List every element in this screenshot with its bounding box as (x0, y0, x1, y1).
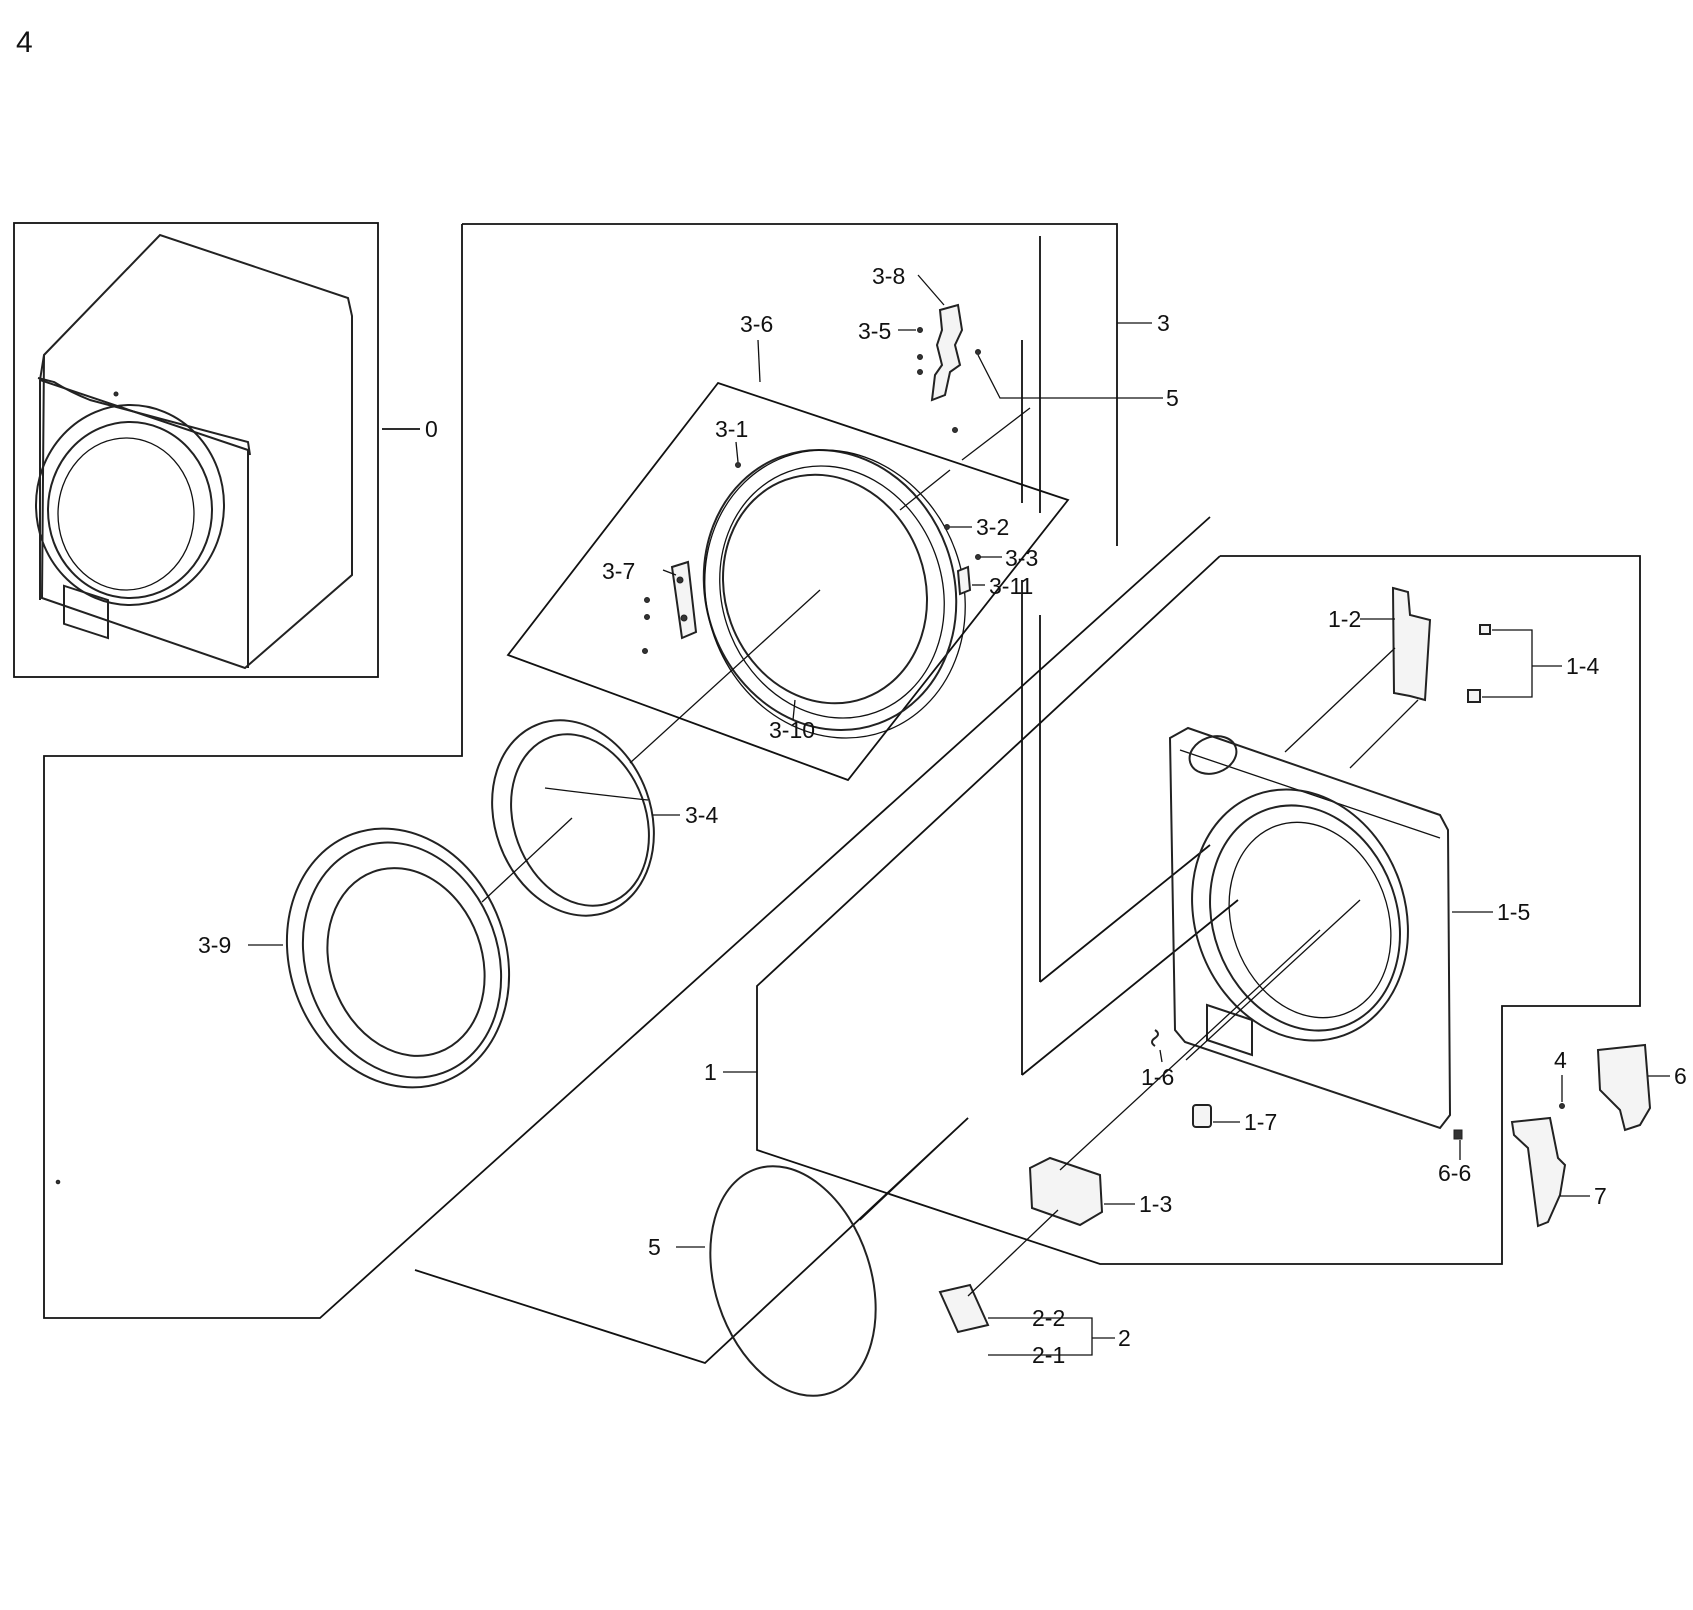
label-1-7: 1-7 (1244, 1109, 1277, 1135)
link-spring-panel (1185, 899, 1361, 1061)
label-2-2: 2-2 (1032, 1305, 1065, 1331)
link-cover-glass (481, 817, 573, 903)
label-5-ring: 5 (648, 1234, 661, 1260)
cap-drawing (1192, 1104, 1212, 1128)
door-glass-drawing (491, 719, 655, 917)
front-panel-drawing (1168, 726, 1452, 1130)
label-1: 1 (704, 1059, 717, 1085)
label-0: 0 (425, 416, 438, 442)
leader-3-10 (792, 699, 796, 721)
washer-assembly-drawing (35, 233, 353, 670)
leader-3-8 (917, 274, 945, 306)
screw-6-6 (1453, 1129, 1463, 1140)
group-1-frame (756, 555, 1641, 1265)
label-2-1: 2-1 (1032, 1342, 1065, 1368)
label-5-hinge: 5 (1166, 385, 1179, 411)
group-3-inner-diag (1039, 844, 1211, 983)
control-bracket-drawing (1391, 586, 1432, 702)
ring-5-frame (414, 1117, 969, 1365)
clip-lower (1467, 689, 1481, 703)
link-bracket-panel (1284, 647, 1396, 753)
label-1-5: 1-5 (1497, 899, 1530, 925)
screw-3-1 (735, 462, 741, 468)
label-3-8: 3-8 (872, 263, 905, 289)
side-bracket-drawing (1596, 1043, 1652, 1132)
label-6-6: 6-6 (1438, 1160, 1471, 1186)
leader-3-1 (735, 441, 739, 463)
speck (55, 1179, 61, 1185)
leader-3-7 (662, 569, 677, 576)
label-3-3: 3-3 (1005, 545, 1038, 571)
leader-5-hinge (977, 354, 1163, 399)
label-3-1: 3-1 (715, 416, 748, 442)
label-1-6: 1-6 (1141, 1064, 1174, 1090)
hinge-plate-drawing (642, 560, 698, 654)
link-glass-frame (629, 589, 821, 764)
service-cover-drawing (938, 1283, 990, 1334)
label-1-3: 1-3 (1139, 1191, 1172, 1217)
page-number: 4 (16, 26, 33, 59)
label-7: 7 (1594, 1183, 1607, 1209)
group-3-frame-top (462, 223, 1118, 546)
door-ring-drawing (709, 1165, 877, 1397)
screw-3-3 (975, 554, 981, 560)
label-3-11: 3-11 (989, 573, 1033, 599)
group-3-frame-left (43, 224, 1211, 1319)
group-3-6-frame (506, 381, 1070, 782)
clip-upper (1479, 624, 1491, 635)
label-2: 2 (1118, 1325, 1131, 1351)
link-ring (859, 1117, 969, 1221)
label-3-2: 3-2 (976, 514, 1009, 540)
screw-4 (1559, 1103, 1565, 1109)
label-3: 3 (1157, 310, 1170, 336)
link-hinge-frame (961, 407, 1031, 461)
link-cover-housing (967, 1209, 1059, 1297)
label-3-7: 3-7 (602, 558, 635, 584)
leader-1-4-bracket (1482, 629, 1533, 698)
label-3-5: 3-5 (858, 318, 891, 344)
leader-3-6 (757, 339, 761, 383)
door-inner-frame-drawing (702, 448, 966, 739)
door-latch-drawing (956, 565, 972, 596)
label-3-4: 3-4 (685, 802, 718, 828)
link-housing-panel (1059, 929, 1321, 1171)
label-6: 6 (1674, 1063, 1687, 1089)
label-1-2: 1-2 (1328, 606, 1361, 632)
label-3-10: 3-10 (769, 717, 815, 743)
label-4: 4 (1554, 1047, 1567, 1073)
door-cover-drawing (285, 827, 511, 1089)
link-frame-upper (899, 469, 951, 511)
label-1-4: 1-4 (1566, 653, 1599, 679)
label-3-9: 3-9 (198, 932, 231, 958)
support-bracket-drawing (1510, 1116, 1567, 1228)
door-hinge-drawing (917, 303, 981, 433)
leader-1-6 (1159, 1049, 1163, 1063)
screw-3-2 (944, 524, 950, 530)
group-3-inner-diag-2 (1021, 899, 1239, 1076)
filter-housing-drawing (1028, 1156, 1104, 1227)
spring-drawing (1151, 1029, 1159, 1047)
assembly-0-box (13, 222, 379, 678)
label-3-6: 3-6 (740, 311, 773, 337)
leader-2-bracket (988, 1317, 1093, 1356)
link-bracket-panel-2 (1349, 699, 1419, 769)
